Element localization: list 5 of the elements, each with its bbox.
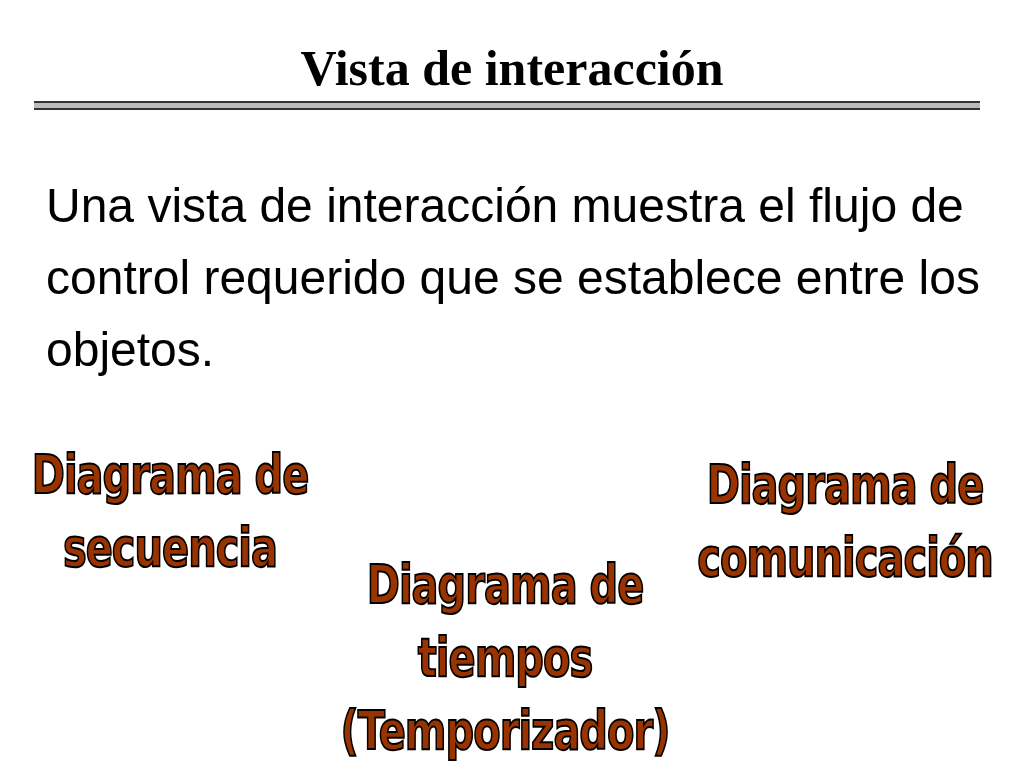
body-paragraph: Una vista de interacción muestra el flujo de control requerido que se establece entre los objetos. (46, 178, 981, 378)
wordart-heading: Diagrama de secuencia (30, 442, 310, 581)
wordart-heading: Diagrama de tiempos (Temporizador) (339, 552, 671, 764)
slide-title: Vista de interacción (299, 39, 725, 98)
wordart-heading: Diagrama de comunicación (696, 452, 994, 591)
